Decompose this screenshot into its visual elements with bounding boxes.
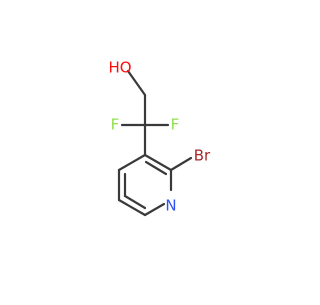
fluorine-right-label: F — [171, 116, 180, 134]
nitrogen-label: N — [165, 197, 176, 215]
oxygen-label: HO — [108, 59, 131, 77]
bond-ch2-oxygen — [126, 69, 147, 97]
bond-c6-c5 — [117, 198, 147, 217]
structure-canvas: HO F F Br N — [108, 58, 212, 217]
fluorine-left-label: F — [111, 116, 120, 134]
bond-c4-c3 — [117, 153, 147, 172]
bromine-label: Br — [194, 147, 211, 165]
atom-labels: HO F F Br N — [108, 59, 211, 215]
bond-c2-bromine — [169, 156, 193, 172]
double-bond-c6-c5-inner — [123, 194, 147, 210]
bond-c3-c2 — [143, 153, 173, 172]
bond-n-c6 — [143, 202, 166, 217]
molecule-diagram: HO F F Br N — [108, 59, 211, 217]
bonds — [117, 69, 193, 217]
double-bond-c3-c2-inner — [144, 160, 168, 176]
